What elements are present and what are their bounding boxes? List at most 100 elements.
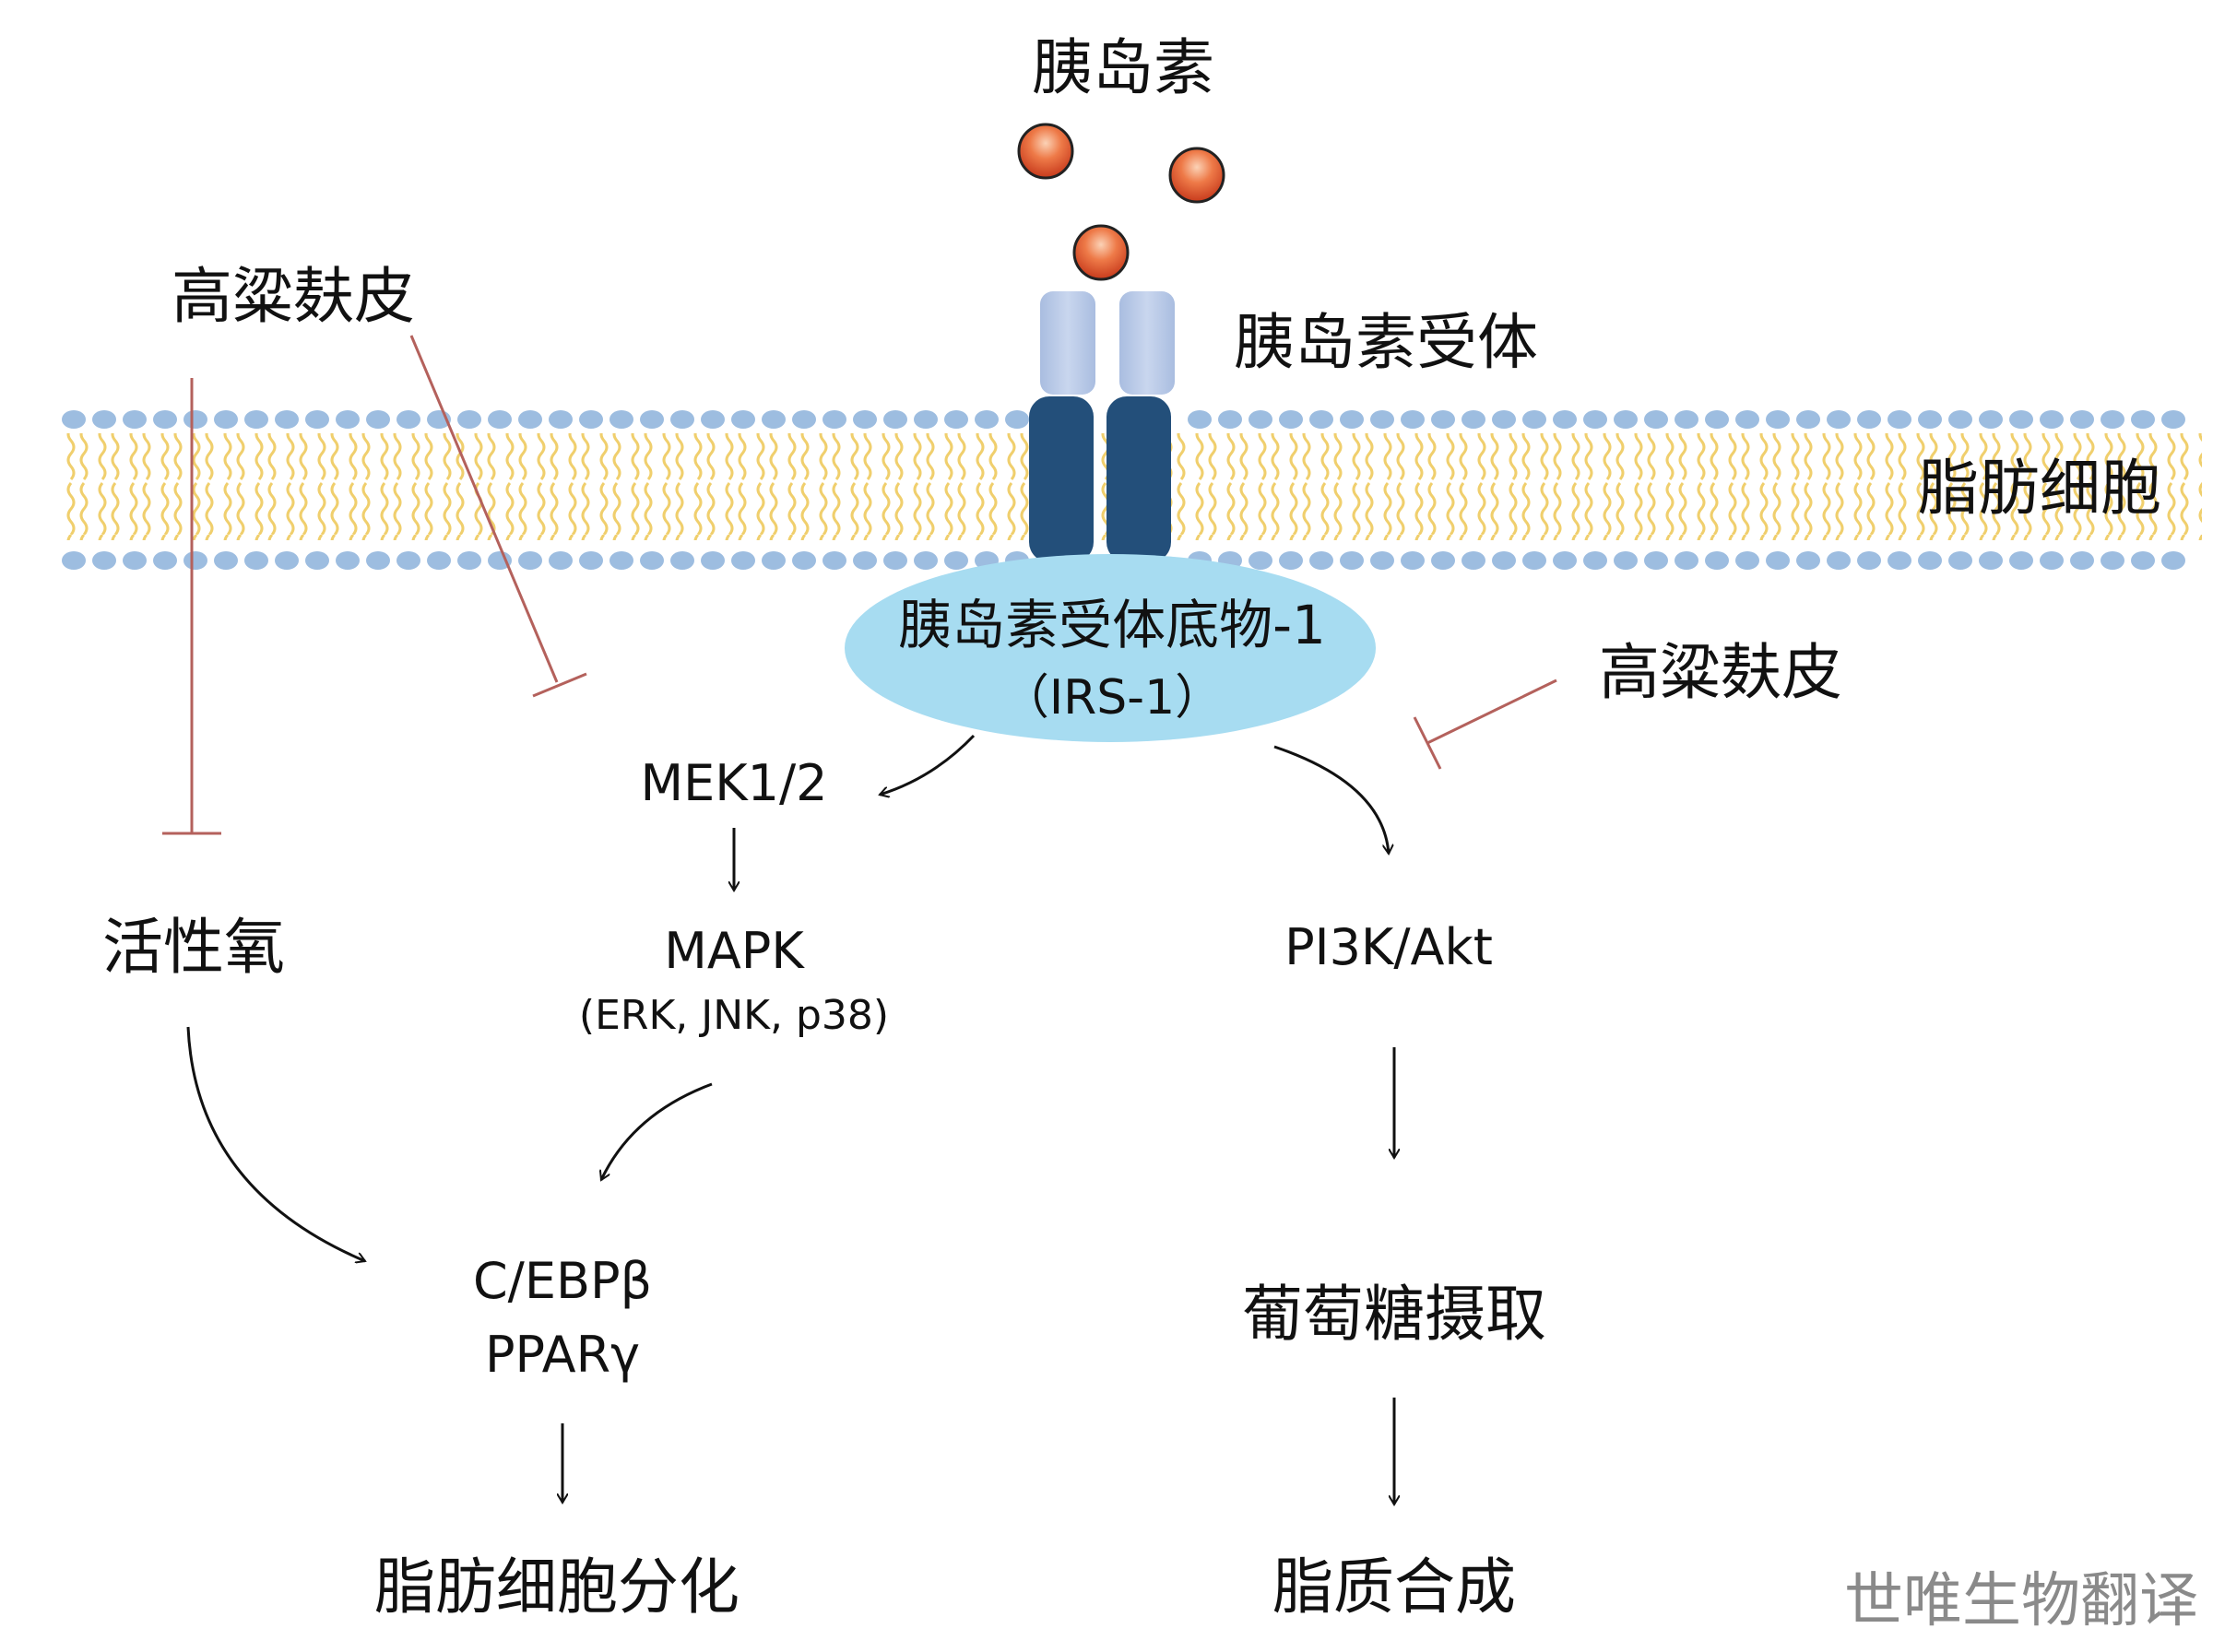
membrane-head — [488, 410, 512, 429]
membrane-head — [518, 410, 542, 429]
membrane-head — [92, 410, 116, 429]
membrane-head — [1705, 410, 1729, 429]
membrane-head — [1005, 410, 1029, 429]
membrane-head — [2009, 410, 2033, 429]
insulin-ball — [1072, 224, 1130, 281]
membrane-head — [549, 551, 573, 570]
membrane-head — [427, 551, 451, 570]
membrane-head — [244, 551, 268, 570]
insulin-label: 胰岛素 — [1032, 32, 1214, 103]
membrane-head — [1583, 410, 1607, 429]
membrane-head-row-bottom — [62, 551, 2185, 570]
membrane-head — [214, 551, 238, 570]
membrane-head — [883, 410, 907, 429]
membrane-head — [336, 410, 360, 429]
membrane-head — [853, 410, 877, 429]
membrane-head — [609, 410, 633, 429]
membrane-head — [1644, 410, 1668, 429]
lipid-synthesis-label: 脂质合成 — [1272, 1552, 1516, 1622]
irs1-abbrev-label: （IRS-1） — [1001, 670, 1223, 726]
membrane-head — [396, 410, 420, 429]
membrane-head — [153, 551, 177, 570]
membrane-head — [731, 551, 755, 570]
membrane-head — [275, 410, 299, 429]
membrane-head — [731, 410, 755, 429]
membrane-head — [1735, 410, 1759, 429]
ros-label: 活性氧 — [102, 912, 285, 983]
membrane-head — [2161, 410, 2185, 429]
activation-arrows — [186, 734, 1394, 1504]
differentiation-label: 脂肪细胞分化 — [374, 1552, 740, 1622]
insulin-molecules — [1017, 123, 1225, 281]
membrane-head — [62, 551, 86, 570]
irs1-label: 胰岛素受体底物-1 — [898, 594, 1326, 656]
membrane-head — [1553, 551, 1577, 570]
membrane-head — [1979, 551, 2003, 570]
insulin-ball — [1168, 147, 1225, 204]
membrane-head — [1218, 410, 1242, 429]
membrane-head — [457, 410, 481, 429]
membrane-head — [579, 410, 603, 429]
membrane-head — [92, 551, 116, 570]
membrane-head — [883, 551, 907, 570]
membrane-head — [549, 410, 573, 429]
membrane-head — [762, 551, 786, 570]
membrane-head — [640, 551, 664, 570]
membrane-head — [1979, 410, 2003, 429]
membrane-head — [1918, 410, 1942, 429]
membrane-head — [153, 410, 177, 429]
irs1-ellipse — [845, 554, 1376, 742]
cebp-label: C/EBPβ — [473, 1252, 652, 1310]
membrane-head — [2070, 551, 2094, 570]
membrane-head — [822, 410, 846, 429]
membrane-head — [2101, 551, 2124, 570]
membrane-head — [762, 410, 786, 429]
membrane-head — [1340, 410, 1364, 429]
sorghum-bran-left-label: 高粱麸皮 — [172, 261, 415, 332]
inhibition-lines — [162, 335, 1557, 835]
membrane-head — [822, 551, 846, 570]
membrane-head — [701, 551, 725, 570]
mek-label: MEK1/2 — [640, 754, 827, 812]
membrane-head — [1796, 410, 1820, 429]
membrane-head — [1401, 410, 1425, 429]
mapk-label: MAPK — [664, 922, 805, 980]
membrane-head — [1370, 410, 1394, 429]
glucose-uptake-label: 葡萄糖摄取 — [1242, 1279, 1546, 1350]
membrane-head — [396, 551, 420, 570]
membrane-head — [1857, 551, 1881, 570]
membrane-head — [1614, 410, 1638, 429]
membrane-head — [214, 410, 238, 429]
membrane-head — [1279, 410, 1303, 429]
membrane-head — [1522, 551, 1546, 570]
membrane-head — [1553, 410, 1577, 429]
membrane-head — [123, 410, 147, 429]
membrane-head — [1948, 551, 1972, 570]
membrane-head — [1401, 551, 1425, 570]
membrane-head-row-top — [62, 410, 2185, 429]
membrane-head — [2101, 410, 2124, 429]
pi3k-label: PI3K/Akt — [1284, 918, 1493, 976]
membrane-head — [1735, 551, 1759, 570]
membrane-head — [305, 410, 329, 429]
membrane-head — [1796, 551, 1820, 570]
sorghum-bran-right-label: 高粱麸皮 — [1599, 637, 1842, 708]
membrane-head — [1462, 551, 1485, 570]
membrane-head — [1492, 551, 1516, 570]
membrane-head — [1309, 551, 1333, 570]
mapk-sub-label: (ERK, JNK, p38) — [579, 992, 889, 1039]
membrane-head — [1340, 551, 1364, 570]
membrane-head — [1766, 410, 1790, 429]
membrane-head — [792, 410, 816, 429]
membrane-head — [2131, 551, 2155, 570]
membrane-head — [457, 551, 481, 570]
ppar-label: PPARγ — [485, 1326, 640, 1384]
membrane-head — [1279, 551, 1303, 570]
membrane-head — [1766, 551, 1790, 570]
membrane-head — [1492, 410, 1516, 429]
membrane-head — [1249, 410, 1272, 429]
membrane-head — [2009, 551, 2033, 570]
membrane-head — [183, 551, 207, 570]
